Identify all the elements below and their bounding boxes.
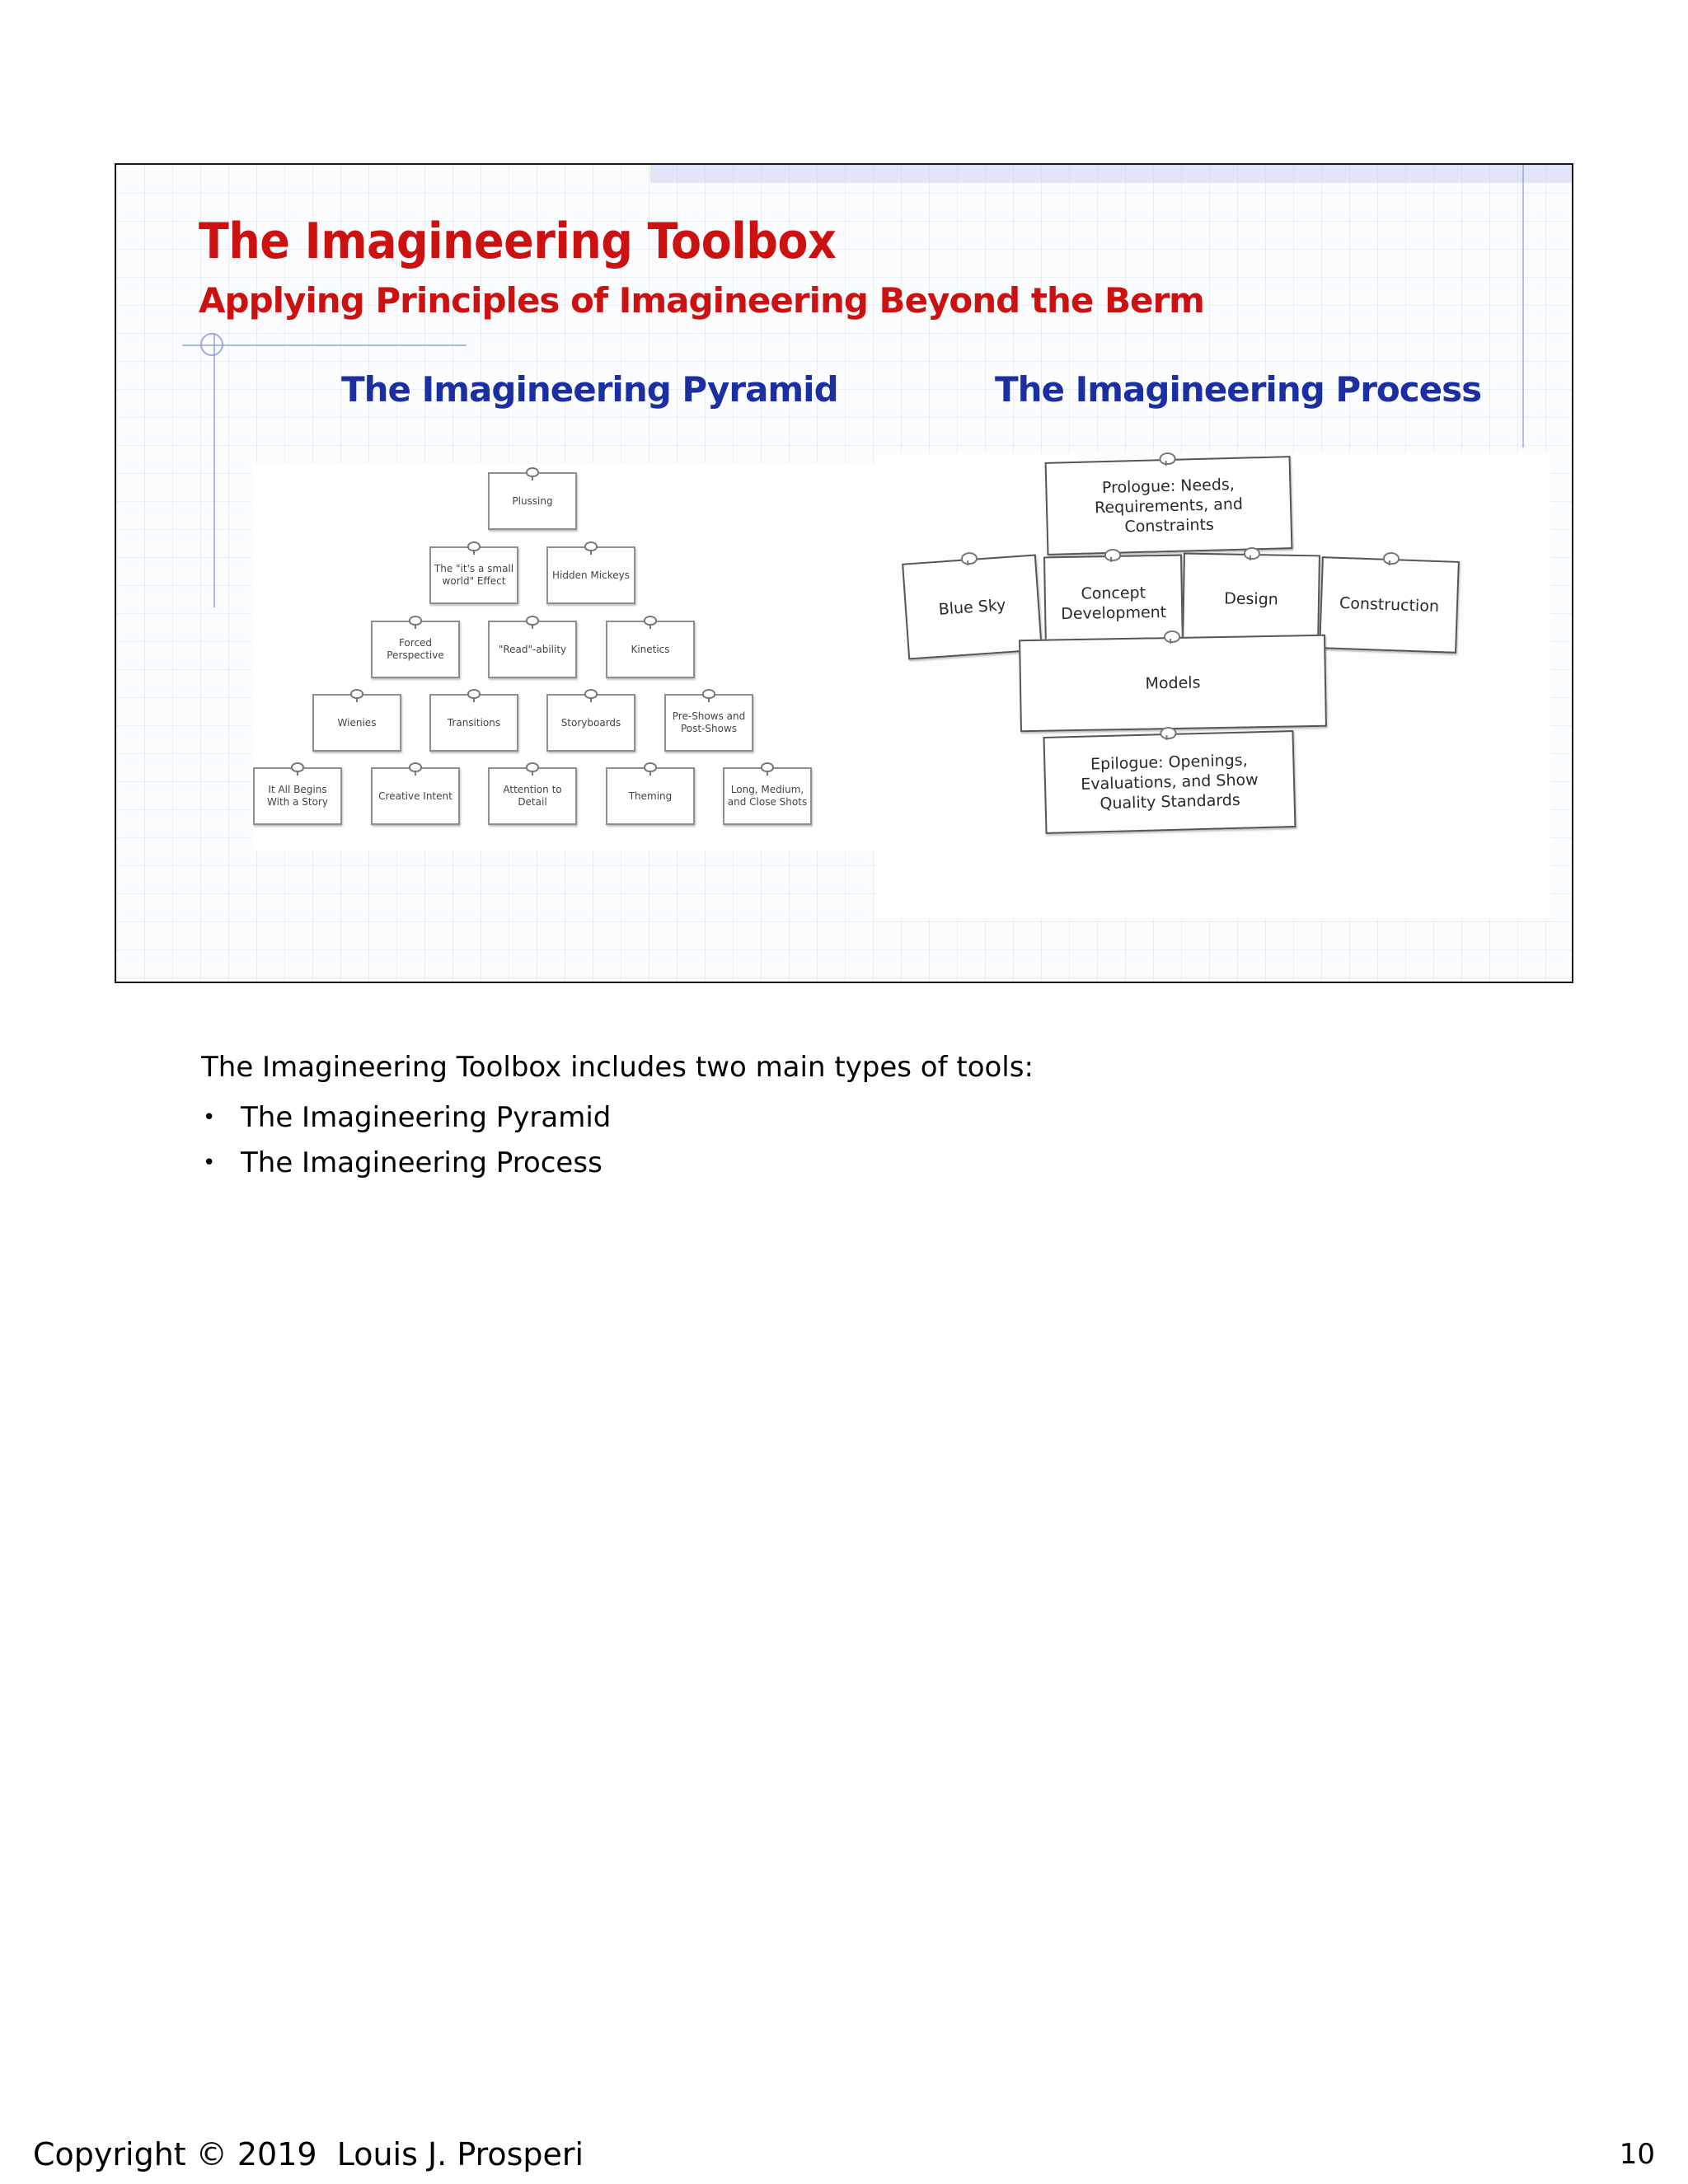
decorative-line: [1522, 165, 1524, 448]
pyramid-note: Forced Perspective: [371, 616, 460, 678]
pyramid-note: "Read"-ability: [488, 616, 577, 678]
decorative-line: [213, 334, 215, 607]
pyramid-heading: The Imagineering Pyramid: [341, 369, 839, 410]
process-note-prologue: Prologue: Needs, Requirements, and Const…: [1044, 452, 1293, 555]
pushpin-icon: [702, 689, 715, 702]
list-item: • The Imagineering Process: [201, 1141, 611, 1186]
pushpin-icon: [959, 551, 978, 565]
pushpin-icon: [584, 541, 598, 555]
crosshair-icon: [200, 333, 223, 356]
pushpin-icon: [409, 616, 422, 629]
page-number: 10: [1619, 2138, 1655, 2171]
pushpin-icon: [1163, 630, 1181, 644]
pushpin-icon: [1160, 726, 1177, 740]
pushpin-icon: [467, 541, 481, 555]
pushpin-icon: [1243, 546, 1261, 560]
pushpin-icon: [467, 689, 481, 702]
slide-image: The Imagineering Toolbox Applying Princi…: [115, 163, 1573, 983]
pushpin-icon: [526, 762, 539, 776]
pyramid-note: Hidden Mickeys: [546, 541, 635, 604]
process-note-models: Models: [1019, 630, 1327, 733]
pyramid-note: Attention to Detail: [488, 762, 577, 825]
pushpin-icon: [526, 467, 539, 480]
decorative-line: [182, 344, 467, 346]
pyramid-note: It All Begins With a Story: [253, 762, 342, 825]
pyramid-note: Kinetics: [606, 616, 695, 678]
copyright-text: Copyright © 2019 Louis J. Prosperi: [33, 2136, 584, 2172]
slide-subtitle: Applying Principles of Imagineering Beyo…: [199, 280, 1205, 321]
process-note-construction: Construction: [1319, 551, 1460, 654]
pushpin-icon: [644, 762, 657, 776]
pyramid-note: Transitions: [429, 689, 518, 752]
pushpin-icon: [291, 762, 304, 776]
pyramid-note: Pre-Shows and Post-Shows: [664, 689, 753, 752]
pushpin-icon: [1159, 452, 1176, 466]
process-heading: The Imagineering Process: [995, 369, 1482, 410]
pushpin-icon: [584, 689, 598, 702]
pyramid-note: Theming: [606, 762, 695, 825]
pyramid-note: The "it's a small world" Effect: [429, 541, 518, 604]
process-note-epilogue: Epilogue: Openings, Evaluations, and Sho…: [1043, 726, 1296, 834]
pushpin-icon: [1382, 551, 1400, 565]
slide-top-band: [650, 165, 1572, 183]
pushpin-icon: [526, 616, 539, 629]
pyramid-panel: [252, 463, 954, 851]
pyramid-note: Storyboards: [546, 689, 635, 752]
pushpin-icon: [350, 689, 363, 702]
tool-list: • The Imagineering Pyramid • The Imagine…: [201, 1095, 611, 1186]
bullet-icon: •: [203, 1151, 216, 1175]
pushpin-icon: [1104, 548, 1122, 562]
pyramid-note: Plussing: [488, 467, 577, 530]
pushpin-icon: [409, 762, 422, 776]
pushpin-icon: [761, 762, 774, 776]
list-item: • The Imagineering Pyramid: [201, 1095, 611, 1141]
pushpin-icon: [644, 616, 657, 629]
bullet-icon: •: [203, 1105, 216, 1130]
slide-title: The Imagineering Toolbox: [199, 213, 837, 270]
pyramid-note: Long, Medium, and Close Shots: [723, 762, 812, 825]
intro-text: The Imagineering Toolbox includes two ma…: [201, 1051, 1034, 1084]
pyramid-note: Creative Intent: [371, 762, 460, 825]
pyramid-note: Wienies: [312, 689, 401, 752]
process-note-design: Design: [1182, 546, 1320, 646]
